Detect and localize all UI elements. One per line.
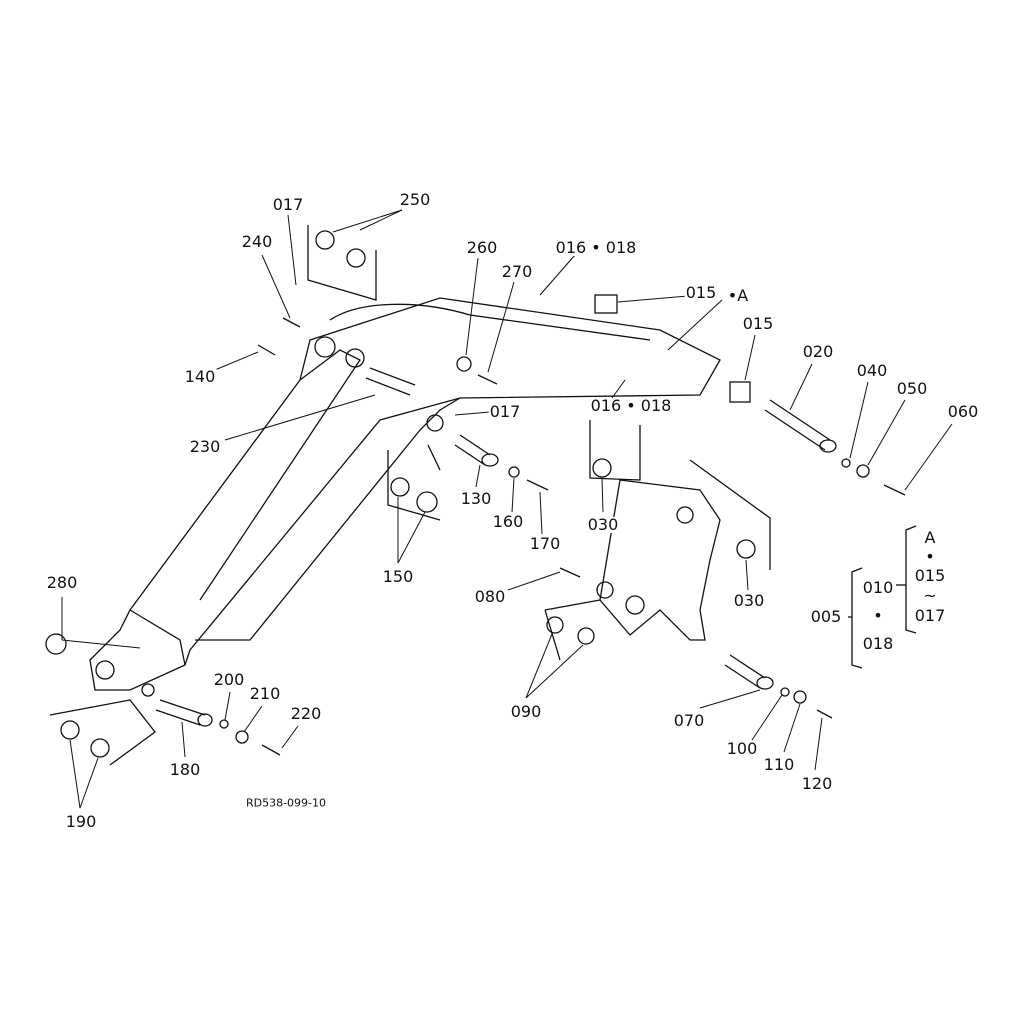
legend-015: 015	[913, 566, 947, 585]
callout-220: 220	[289, 704, 323, 723]
callout-016-018: 016 • 018	[589, 396, 673, 415]
callout-090: 090	[509, 702, 543, 721]
legend-group-dot: •	[924, 547, 936, 566]
callout-100: 100	[725, 739, 759, 758]
callout-200: 200	[212, 670, 246, 689]
callout-150: 150	[381, 567, 415, 586]
callout-020: 020	[801, 342, 835, 361]
callout-050: 050	[895, 379, 929, 398]
pin-020	[764, 399, 831, 451]
pin-180	[155, 699, 206, 726]
callout-230: 230	[188, 437, 222, 456]
callout-120: 120	[800, 774, 834, 793]
callout-110: 110	[762, 755, 796, 774]
callout-080: 080	[473, 587, 507, 606]
legend-dot: •	[872, 606, 884, 625]
legend-005: 005	[809, 607, 843, 626]
callout-140: 140	[183, 367, 217, 386]
callout-070: 070	[672, 711, 706, 730]
callout-017: 017	[271, 195, 305, 214]
callout-060: 060	[946, 402, 980, 421]
legend-010: 010	[861, 578, 895, 597]
callout-260: 260	[465, 238, 499, 257]
legend-a: A	[923, 528, 937, 547]
callout-270: 270	[500, 262, 534, 281]
callout-015: 015	[684, 283, 718, 302]
legend-017: 017	[913, 606, 947, 625]
arm-body	[89, 297, 721, 691]
callout-160: 160	[491, 512, 525, 531]
callout-280: 280	[45, 573, 79, 592]
callout-a: •A	[726, 286, 750, 305]
callout-040: 040	[855, 361, 889, 380]
callout-210: 210	[248, 684, 282, 703]
callout-170: 170	[528, 534, 562, 553]
swing-bracket	[599, 479, 721, 641]
pin-230	[365, 367, 416, 396]
diagram-code: RD538-099-10	[244, 796, 328, 810]
callout-240: 240	[240, 232, 274, 251]
callout-015: 015	[741, 314, 775, 333]
callout-030: 030	[732, 591, 766, 610]
callout-030: 030	[586, 515, 620, 534]
legend-018: 018	[861, 634, 895, 653]
callout-130: 130	[459, 489, 493, 508]
callout-250: 250	[398, 190, 432, 209]
callout-017: 017	[488, 402, 522, 421]
callout-180: 180	[168, 760, 202, 779]
callout-016-018: 016 • 018	[554, 238, 638, 257]
callout-190: 190	[64, 812, 98, 831]
pin-070	[724, 654, 766, 689]
legend-tilde: ~	[922, 586, 938, 605]
pin-130	[454, 434, 491, 466]
